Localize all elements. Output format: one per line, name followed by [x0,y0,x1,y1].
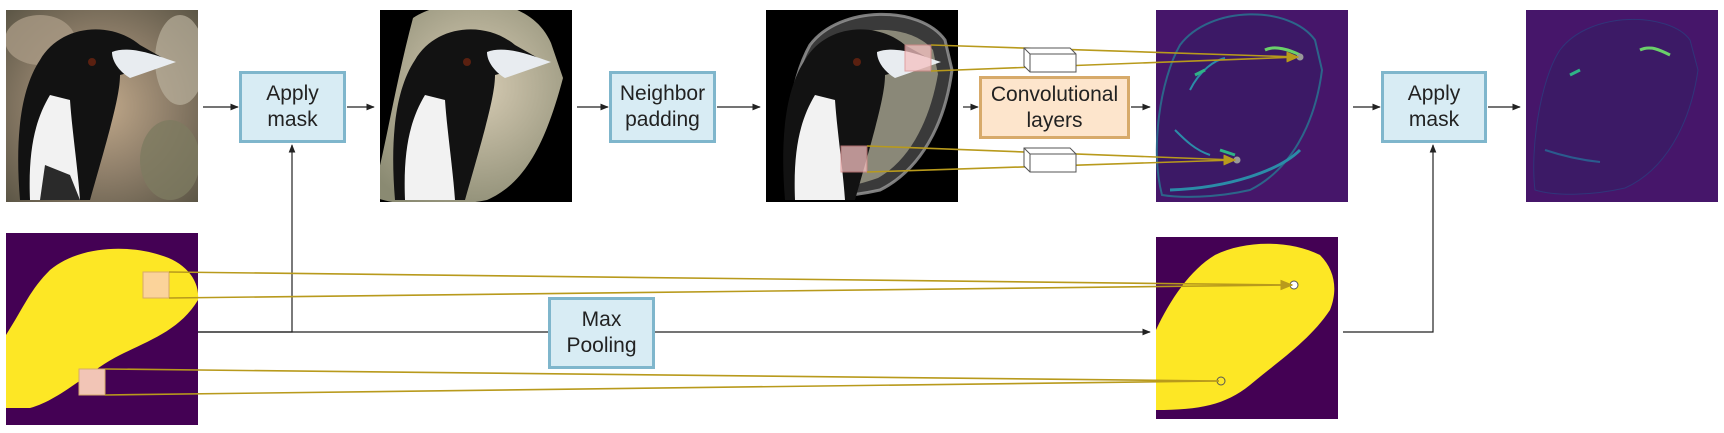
apply-mask-label-1: Apply mask [266,82,319,131]
receptive-field-lines [104,44,1300,396]
feature-map [1155,10,1348,202]
apply-mask-label-2: Apply mask [1407,82,1461,131]
input-bird-photo [6,10,198,202]
max-pooling-node: Max Pooling [548,297,655,369]
neighbor-padding-node: Neighbor padding [609,71,716,143]
max-pooling-label: Max Pooling [566,308,637,357]
pooled-mask [1156,237,1338,419]
convolutional-layers-node: Convolutional layers [979,76,1130,139]
masked-feature-map [1526,10,1718,202]
apply-mask-node-2: Apply mask [1381,71,1487,143]
neighbor-padding-label: Neighbor padding [619,82,706,131]
kernel-cube-top [1023,47,1077,73]
input-mask [6,233,199,425]
apply-mask-node-1: Apply mask [239,71,346,143]
kernel-cube-bottom [1023,147,1077,173]
convolutional-layers-label: Convolutional layers [990,82,1119,132]
flow-arrows [198,103,1521,336]
masked-bird-image [380,10,572,202]
padded-bird-image [766,10,958,202]
